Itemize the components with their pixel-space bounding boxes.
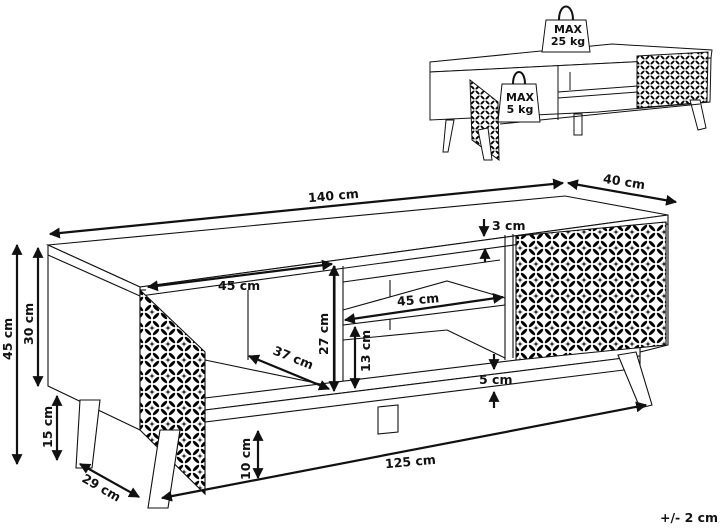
inset-illustration xyxy=(429,5,713,162)
top-load-label: MAX 25 kg xyxy=(546,24,590,48)
label-compartment-height: 27 cm xyxy=(316,312,331,355)
label-compartment-width: 45 cm xyxy=(218,278,261,293)
shelf-load-line1: MAX xyxy=(506,91,534,104)
label-height-total: 45 cm xyxy=(0,317,15,360)
label-shelf-clearance: 13 cm xyxy=(358,329,373,372)
label-leg-height: 15 cm xyxy=(40,405,55,448)
label-bottom-thickness: 5 cm xyxy=(479,372,513,387)
dimension-arrows xyxy=(11,178,678,502)
label-body-height: 30 cm xyxy=(21,302,36,345)
top-load-line1: MAX xyxy=(554,23,582,36)
label-top-thickness: 3 cm xyxy=(492,218,526,233)
tolerance-note: +/- 2 cm xyxy=(660,510,719,525)
top-load-line2: 25 kg xyxy=(550,35,586,48)
label-floor-clearance: 10 cm xyxy=(238,437,253,480)
shelf-load-line2: 5 kg xyxy=(506,103,534,116)
shelf-load-label: MAX 5 kg xyxy=(500,92,540,116)
